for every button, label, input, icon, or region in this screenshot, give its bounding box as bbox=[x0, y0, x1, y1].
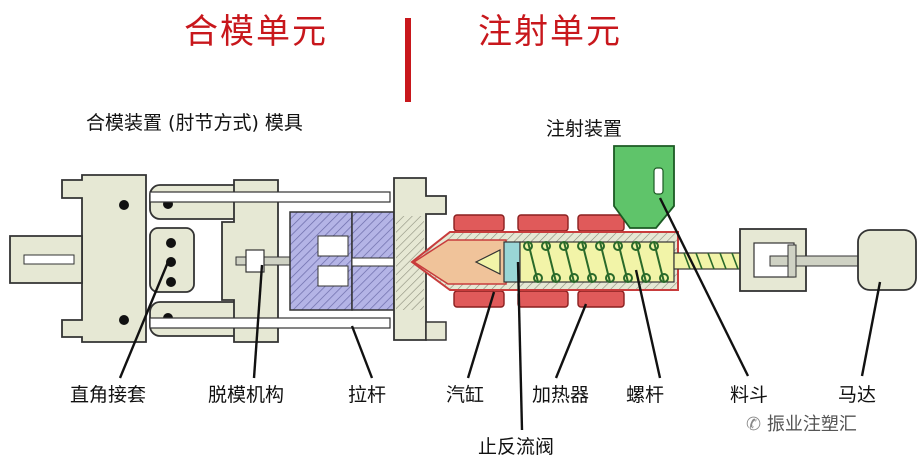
screw-flights bbox=[523, 241, 669, 283]
watermark-text: 振业注塑汇 bbox=[766, 414, 857, 435]
injection-device-label: 注射装置 bbox=[546, 118, 623, 140]
heater-top-3 bbox=[577, 214, 625, 232]
check-valve-label: 止反流阀 bbox=[478, 436, 555, 458]
leader-motor bbox=[860, 281, 882, 377]
heater-bottom-1 bbox=[453, 290, 505, 308]
motor bbox=[857, 229, 917, 291]
check-valve-tip bbox=[474, 249, 501, 275]
header-divider bbox=[405, 18, 411, 102]
leader-heater bbox=[554, 303, 588, 379]
tie-bar-bottom bbox=[149, 317, 391, 329]
motor-label: 马达 bbox=[838, 384, 877, 406]
drive-shaft bbox=[769, 255, 861, 267]
rear-platen bbox=[61, 174, 147, 343]
mold-cavity-b bbox=[317, 265, 349, 287]
watermark: ✆ 振业注塑汇 bbox=[746, 410, 857, 436]
leader-cylinder bbox=[466, 291, 496, 379]
leader-toggle-sleeve bbox=[118, 261, 170, 379]
leader-check-valve bbox=[516, 261, 524, 431]
screw-label: 螺杆 bbox=[626, 384, 665, 406]
rear-flange-slot bbox=[23, 254, 75, 265]
mold-cavity-a bbox=[317, 235, 349, 257]
heater-label: 加热器 bbox=[532, 384, 590, 406]
injection-unit-title: 注射单元 bbox=[478, 12, 622, 52]
wechat-icon: ✆ bbox=[746, 414, 762, 435]
hopper bbox=[613, 145, 675, 229]
leader-ejector bbox=[252, 264, 264, 379]
fixed-platen-flange-bottom bbox=[425, 321, 447, 341]
cylinder-label: 汽缸 bbox=[446, 384, 485, 406]
toggle-sleeve-label: 直角接套 bbox=[70, 384, 147, 406]
clamping-unit-title: 合模单元 bbox=[184, 12, 328, 52]
clamp-device-label: 合模装置 (肘节方式) 模具 bbox=[86, 112, 303, 134]
tie-bar-top bbox=[149, 191, 391, 203]
mold-sprue bbox=[351, 257, 397, 267]
drive-piston bbox=[787, 244, 797, 278]
hopper-window bbox=[653, 167, 664, 195]
leader-screw bbox=[634, 269, 662, 379]
heater-top-2 bbox=[517, 214, 569, 232]
heater-top-1 bbox=[453, 214, 505, 232]
heater-bottom-2 bbox=[517, 290, 569, 308]
leader-tie-bar bbox=[350, 325, 374, 379]
screw-shaft-thread bbox=[683, 252, 739, 270]
mold-moving-half bbox=[289, 211, 353, 311]
hopper-label: 料斗 bbox=[730, 384, 769, 406]
ejector-plate bbox=[245, 249, 265, 273]
ejector-label: 脱模机构 bbox=[208, 384, 285, 406]
leader-hopper bbox=[658, 197, 750, 377]
tie-bar-label: 拉杆 bbox=[348, 384, 387, 406]
